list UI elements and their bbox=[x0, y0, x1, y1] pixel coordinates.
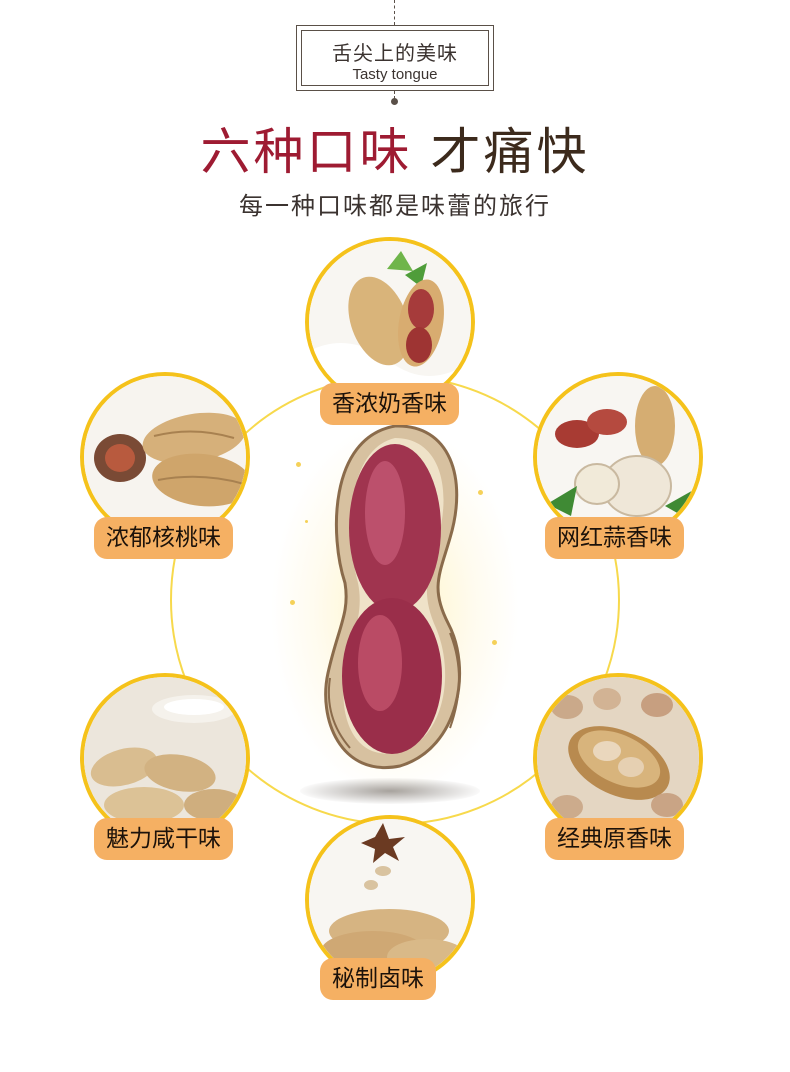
subheadline: 每一种口味都是味蕾的旅行 bbox=[239, 192, 551, 220]
garlic-peanut-icon bbox=[533, 372, 703, 542]
flavor-label-garlic: 网红蒜香味 bbox=[545, 517, 684, 559]
flavor-label-walnut: 浓郁核桃味 bbox=[94, 517, 233, 559]
peanut-shadow bbox=[300, 778, 480, 804]
flavor-label-milk: 香浓奶香味 bbox=[320, 383, 459, 425]
sparkle bbox=[296, 462, 301, 467]
badge-divider-line bbox=[394, 91, 395, 99]
section-badge: 舌尖上的美味 Tasty tongue bbox=[296, 25, 494, 91]
top-divider-line bbox=[394, 0, 395, 25]
badge-title-cn: 舌尖上的美味 bbox=[332, 41, 458, 65]
section-badge-inner: 舌尖上的美味 Tasty tongue bbox=[301, 30, 489, 86]
spiced-peanut-icon bbox=[305, 815, 475, 985]
sparkle bbox=[305, 520, 308, 523]
headline-dark: 才痛快 bbox=[430, 123, 590, 181]
flavor-label-original: 经典原香味 bbox=[545, 818, 684, 860]
milk-peanut-icon bbox=[305, 237, 475, 407]
headline: 六种口味才痛快 bbox=[0, 112, 790, 184]
badge-title-en: Tasty tongue bbox=[352, 66, 438, 83]
sparkle bbox=[290, 600, 295, 605]
sparkle bbox=[492, 640, 497, 645]
divider-dot bbox=[391, 98, 398, 105]
flavor-label-spiced: 秘制卤味 bbox=[320, 958, 436, 1000]
headline-accent: 六种口味 bbox=[200, 123, 413, 181]
salted-peanut-icon bbox=[80, 673, 250, 843]
center-peanut-icon bbox=[300, 418, 490, 778]
flavor-label-salted: 魅力咸干味 bbox=[94, 818, 233, 860]
walnut-peanut-icon bbox=[80, 372, 250, 542]
original-peanut-icon bbox=[533, 673, 703, 843]
sparkle bbox=[478, 490, 483, 495]
